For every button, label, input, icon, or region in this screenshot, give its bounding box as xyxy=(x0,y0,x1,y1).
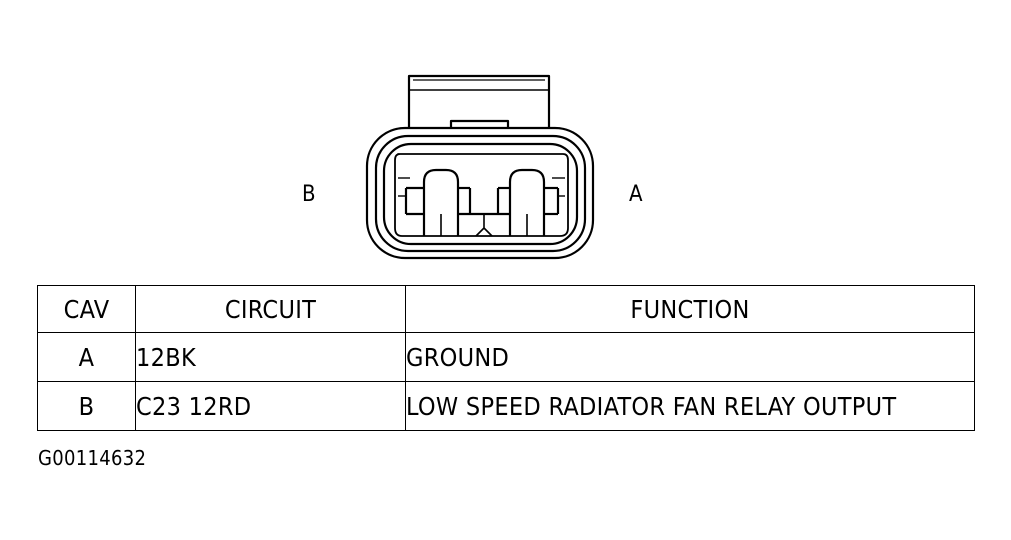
connector-shell-outer xyxy=(365,126,595,260)
connector-diagram xyxy=(365,74,595,260)
cell-function: GROUND xyxy=(405,332,975,382)
pinout-table: CAV CIRCUIT FUNCTION A 12BK GROUND B C23… xyxy=(37,285,975,431)
table-row: B C23 12RD LOW SPEED RADIATOR FAN RELAY … xyxy=(37,381,975,431)
connector-cavity xyxy=(394,153,569,237)
cell-cav: B xyxy=(37,381,136,431)
cell-function: LOW SPEED RADIATOR FAN RELAY OUTPUT xyxy=(405,381,975,431)
locking-tab xyxy=(407,74,551,129)
header-circuit: CIRCUIT xyxy=(135,285,406,333)
cavity-divider xyxy=(475,214,493,237)
terminal-a xyxy=(484,168,565,236)
table-row: A 12BK GROUND xyxy=(37,332,975,382)
header-cav: CAV xyxy=(37,285,136,333)
figure-id: G00114632 xyxy=(38,446,147,470)
cell-circuit: C23 12RD xyxy=(135,381,406,431)
header-function: FUNCTION xyxy=(405,285,975,333)
cell-circuit: 12BK xyxy=(135,332,406,382)
cavity-label-b: B xyxy=(302,182,316,207)
cell-cav: A xyxy=(37,332,136,382)
cavity-label-a: A xyxy=(629,182,643,207)
connector-shell-inner xyxy=(382,142,579,246)
connector-shell-middle xyxy=(374,134,587,253)
table-header-row: CAV CIRCUIT FUNCTION xyxy=(37,285,975,333)
terminal-b xyxy=(398,168,484,236)
